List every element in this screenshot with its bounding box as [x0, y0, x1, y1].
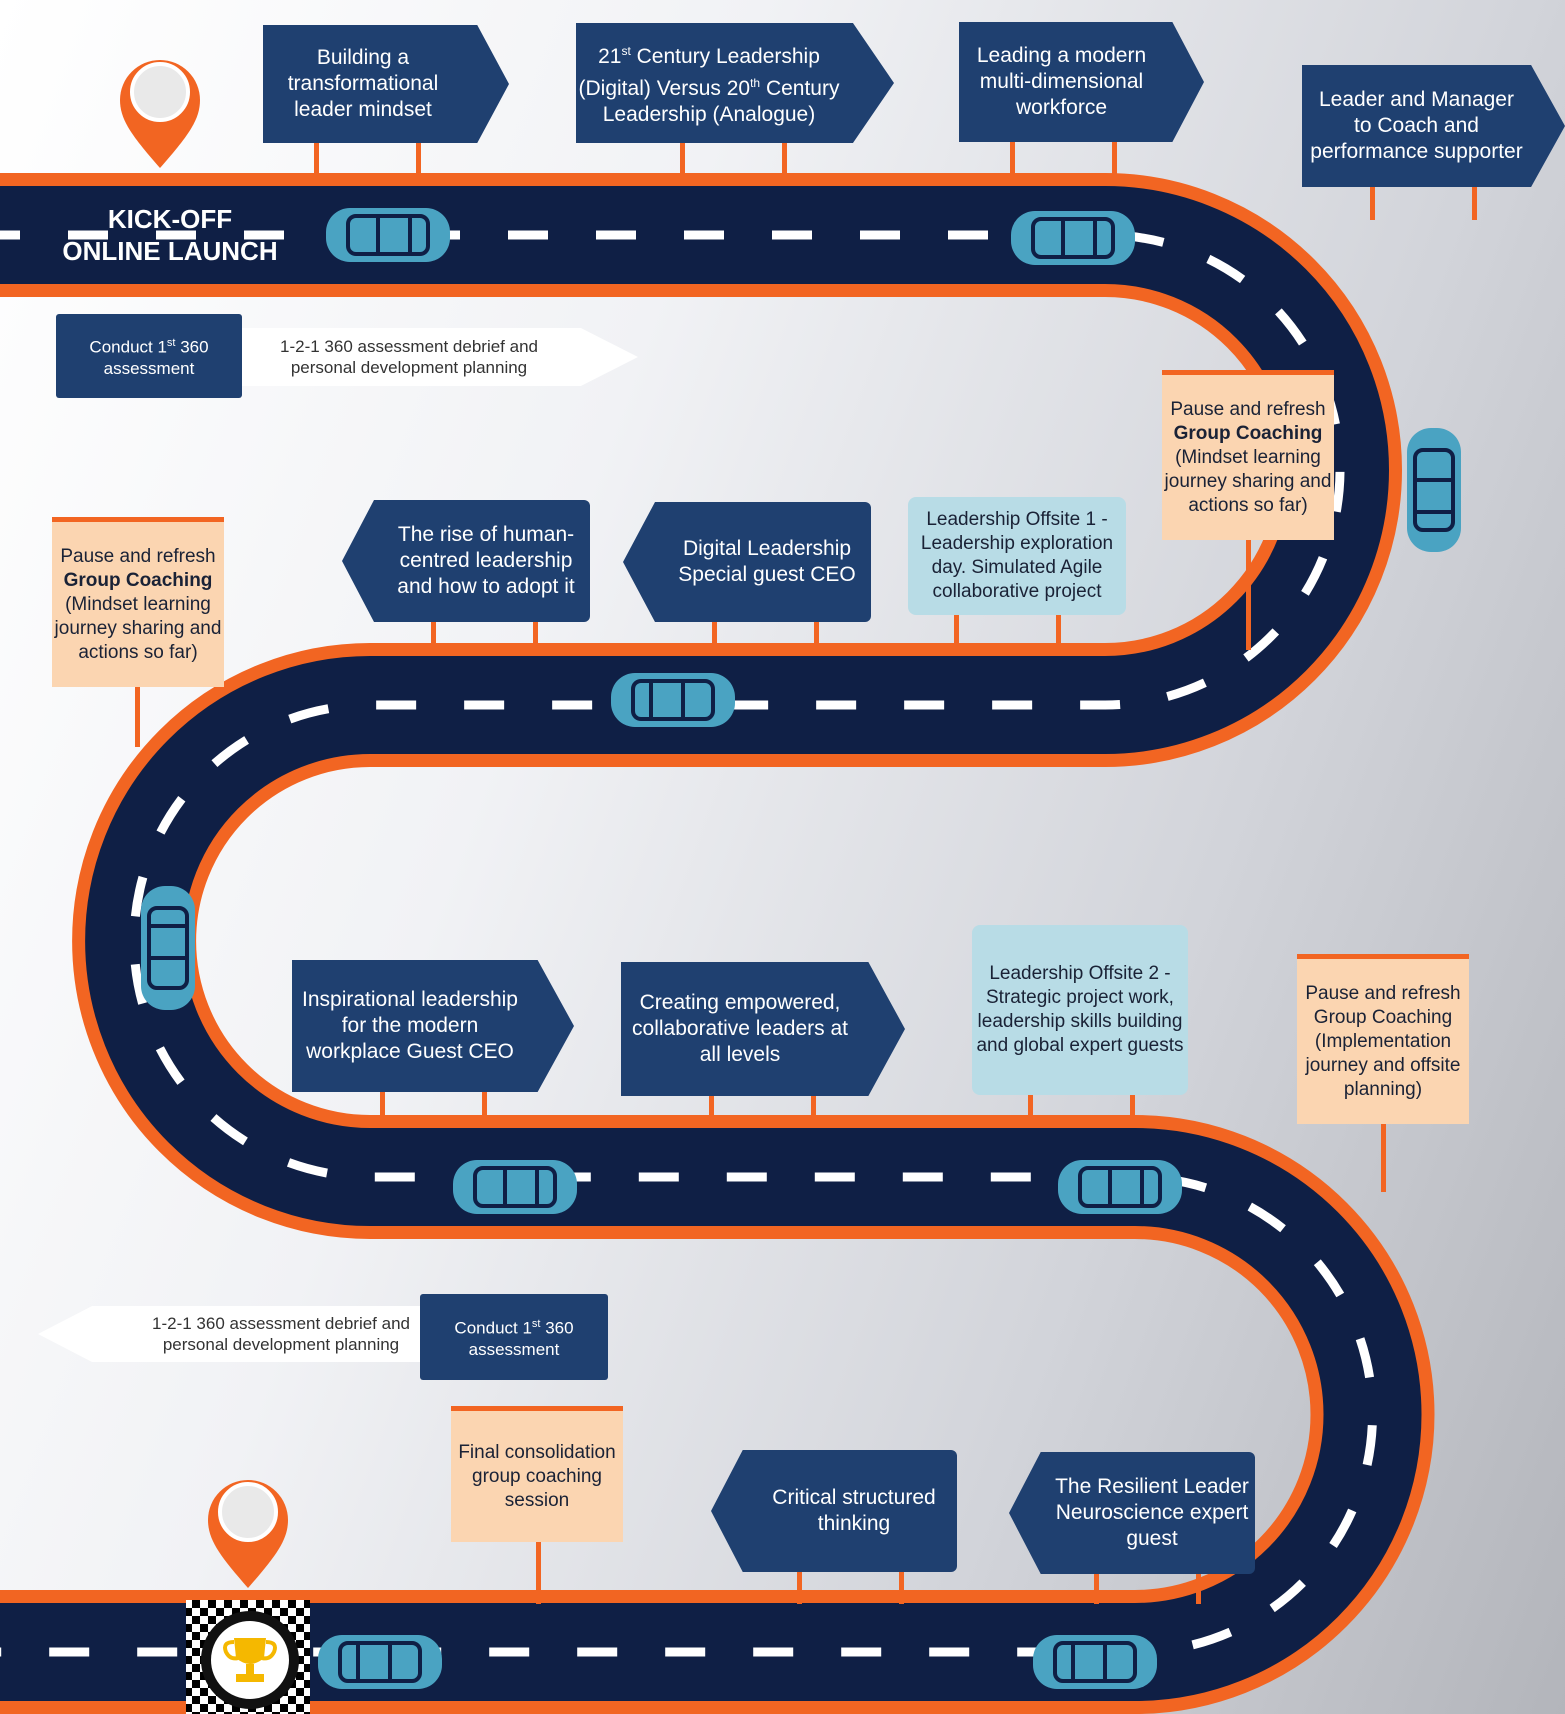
location-pin-icon — [208, 1480, 288, 1588]
milestone-sign: Building a transformational leader minds… — [263, 25, 509, 143]
milestone-sign: 21st Century Leadership (Digital) Versus… — [576, 23, 894, 143]
milestone-sign: The Resilient Leader Neuroscience expert… — [1009, 1452, 1255, 1574]
car-icon — [1407, 428, 1461, 552]
offsite-panel: Leadership Offsite 1 - Leadership explor… — [908, 497, 1126, 615]
assessment-line1: Conduct 1st 360 — [89, 336, 209, 357]
pause-text: Pause and refresh Group Coaching (Implem… — [1305, 982, 1461, 1100]
car-icon — [1033, 1635, 1157, 1689]
assessment-box: Conduct 1st 360 assessment — [56, 314, 242, 398]
milestone-text: Leader and Manager to Coach and performa… — [1310, 88, 1523, 163]
sign-post — [1028, 1092, 1033, 1126]
sign-post — [899, 1568, 904, 1604]
assessment-line1: Conduct 1st 360 — [454, 1317, 574, 1338]
pause-rest: (Mindset learning journey sharing and ac… — [54, 593, 222, 663]
sign-post — [1094, 1570, 1099, 1604]
sign-post — [814, 618, 819, 652]
offsite-text: Leadership Offsite 2 - Strategic project… — [976, 963, 1184, 1056]
sign-post — [1010, 138, 1015, 180]
trophy-icon — [201, 1611, 299, 1709]
sign-post — [1056, 612, 1061, 652]
milestone-text: Building a transformational leader minds… — [287, 46, 439, 121]
location-pin-icon — [120, 60, 200, 168]
final-session-panel: Final consolidation group coaching sessi… — [451, 1406, 623, 1542]
kick-off-line2: ONLINE LAUNCH — [62, 236, 278, 266]
debrief-arrow: 1-2-1 360 assessment debrief and persona… — [38, 1306, 424, 1362]
pause-refresh-panel: Pause and refresh Group Coaching (Mindse… — [1162, 370, 1334, 540]
milestone-text: Digital Leadership Special guest CEO — [678, 537, 856, 586]
sign-post — [1130, 1092, 1135, 1126]
debrief-text: 1-2-1 360 assessment debrief and persona… — [152, 1314, 410, 1354]
pause-bold: Group Coaching — [63, 569, 213, 591]
milestone-text: The rise of human- centred leadership an… — [397, 523, 575, 598]
sign-post — [954, 612, 959, 652]
sign-post — [380, 1090, 385, 1126]
milestone-sign: Digital Leadership Special guest CEO — [623, 502, 871, 622]
kick-off-label: KICK-OFF ONLINE LAUNCH — [40, 203, 300, 267]
debrief-arrow: 1-2-1 360 assessment debrief and persona… — [230, 328, 638, 386]
milestone-sign: Critical structured thinking — [711, 1450, 957, 1572]
sign-post — [1112, 138, 1117, 180]
car-icon — [611, 673, 735, 727]
milestone-text: Creating empowered, collaborative leader… — [632, 991, 848, 1066]
sign-post — [416, 140, 421, 180]
sign-post — [1472, 185, 1477, 220]
assessment-box: Conduct 1st 360 assessment — [420, 1294, 608, 1380]
milestone-text: The Resilient Leader Neuroscience expert… — [1055, 1475, 1249, 1550]
sign-post — [797, 1568, 802, 1604]
sign-post — [709, 1092, 714, 1126]
car-icon — [326, 208, 450, 262]
pause-line1: Pause and refresh — [60, 545, 216, 567]
pause-bold: Group Coaching — [1173, 422, 1323, 444]
milestone-text: 21st Century Leadership (Digital) Versus… — [578, 44, 840, 126]
milestone-sign: Leading a modern multi-dimensional workf… — [959, 22, 1204, 142]
milestone-sign: Leader and Manager to Coach and performa… — [1302, 65, 1565, 187]
pause-line1: Pause and refresh — [1170, 398, 1326, 420]
pause-refresh-panel: Pause and refresh Group Coaching (Mindse… — [52, 517, 224, 687]
sign-post — [482, 1090, 487, 1126]
sign-post — [1196, 1570, 1201, 1604]
assessment-line2: assessment — [103, 359, 195, 379]
debrief-text: 1-2-1 360 assessment debrief and persona… — [280, 337, 538, 377]
sign-post — [811, 1092, 816, 1126]
car-icon — [1011, 211, 1135, 265]
milestone-sign: The rise of human- centred leadership an… — [342, 500, 590, 622]
sign-post — [712, 618, 717, 652]
pause-rest: (Mindset learning journey sharing and ac… — [1164, 446, 1332, 516]
sign-post — [536, 1540, 541, 1604]
assessment-line2: assessment — [468, 1340, 560, 1360]
sign-post — [314, 140, 319, 180]
kick-off-line1: KICK-OFF — [107, 204, 233, 234]
pause-refresh-panel: Pause and refresh Group Coaching (Implem… — [1297, 954, 1469, 1124]
sign-post — [680, 140, 685, 180]
sign-post — [533, 618, 538, 652]
milestone-text: Inspirational leadership for the modern … — [302, 988, 518, 1063]
car-icon — [141, 886, 195, 1010]
sign-post — [782, 140, 787, 180]
milestone-sign: Creating empowered, collaborative leader… — [621, 962, 905, 1096]
car-icon — [453, 1160, 577, 1214]
sign-post — [1370, 185, 1375, 220]
milestone-text: Critical structured thinking — [772, 1486, 936, 1535]
sign-post — [431, 618, 436, 652]
milestone-text: Leading a modern multi-dimensional workf… — [976, 44, 1147, 119]
sign-post — [1381, 1122, 1386, 1192]
offsite-text: Leadership Offsite 1 - Leadership explor… — [920, 509, 1114, 602]
car-icon — [1058, 1160, 1182, 1214]
offsite-panel: Leadership Offsite 2 - Strategic project… — [972, 925, 1188, 1095]
sign-post — [1246, 538, 1251, 650]
milestone-sign: Inspirational leadership for the modern … — [292, 960, 574, 1092]
car-icon — [318, 1635, 442, 1689]
final-text: Final consolidation group coaching sessi… — [458, 1441, 616, 1511]
sign-post — [135, 685, 140, 747]
